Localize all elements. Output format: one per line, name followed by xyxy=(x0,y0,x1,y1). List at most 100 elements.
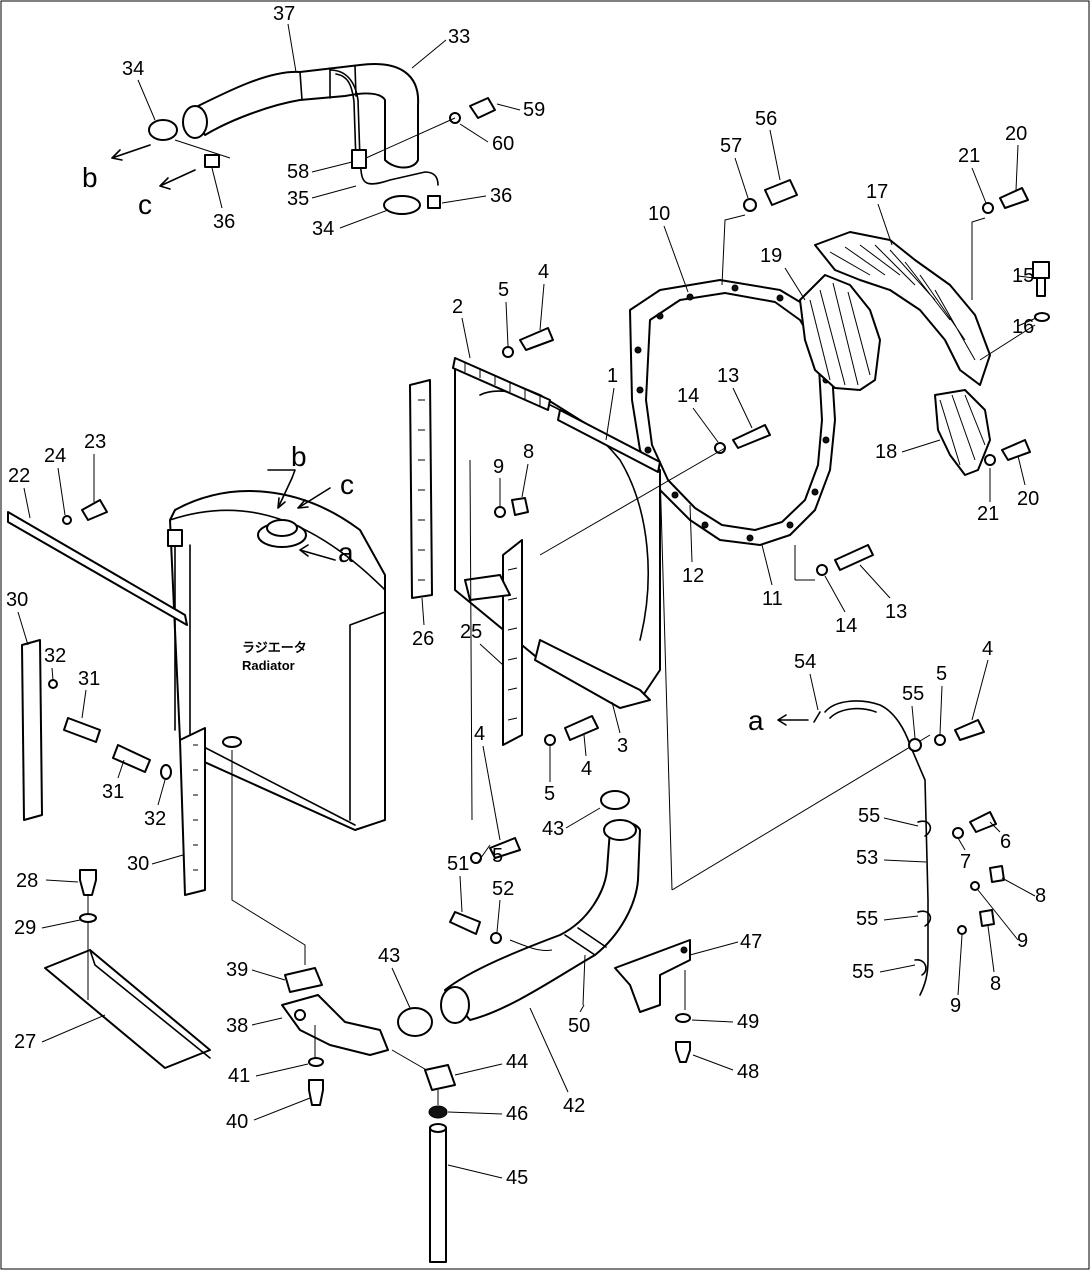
arrow-a-cap xyxy=(299,544,336,561)
label-60: 60 xyxy=(492,133,514,155)
leader-20 xyxy=(971,217,986,300)
label-22: 22 xyxy=(8,465,30,487)
radiator-drain-port xyxy=(222,736,242,748)
bolt-23 xyxy=(81,499,108,521)
label-21-top: 21 xyxy=(958,145,980,167)
washer-32-right xyxy=(160,764,172,780)
guard-18-hatch xyxy=(939,394,986,466)
callout-b-radiator: b xyxy=(291,441,307,472)
label-24: 24 xyxy=(44,445,66,467)
drain-pipe-45 xyxy=(429,1127,447,1263)
label-55-top: 55 xyxy=(902,683,924,705)
label-6: 6 xyxy=(1000,831,1011,853)
label-56: 56 xyxy=(755,108,777,130)
leader-44 xyxy=(391,1049,431,1073)
label-20-top: 20 xyxy=(1005,123,1027,145)
plate-3 xyxy=(534,639,651,709)
bolt-40 xyxy=(308,1079,324,1106)
label-21-bottom: 21 xyxy=(977,503,999,525)
plate-27-flange xyxy=(89,949,211,1059)
washer-9-center xyxy=(494,506,506,518)
shroud-left-edge xyxy=(469,459,473,821)
washer-24 xyxy=(62,515,72,525)
radiator-side xyxy=(349,611,386,821)
leader-56 xyxy=(721,214,746,286)
label-44: 44 xyxy=(506,1051,528,1073)
label-13-lower: 13 xyxy=(885,601,907,623)
washer-5-right xyxy=(934,734,946,746)
hose-band-50 xyxy=(564,927,607,956)
label-45: 45 xyxy=(506,1167,528,1189)
label-18: 18 xyxy=(875,441,897,463)
label-19: 19 xyxy=(760,245,782,267)
label-7: 7 xyxy=(960,851,971,873)
label-31-left: 31 xyxy=(78,668,100,690)
label-9-right-lower: 9 xyxy=(950,995,961,1017)
label-23: 23 xyxy=(84,431,106,453)
leader-50 xyxy=(582,954,586,1006)
label-15: 15 xyxy=(1012,265,1034,287)
bolt-20-top xyxy=(999,187,1029,209)
radiator-top-tank xyxy=(169,509,386,591)
label-31-right: 31 xyxy=(102,781,124,803)
radiator-label-jp: ラジエータ xyxy=(242,640,307,655)
bolt-13-upper xyxy=(732,424,771,449)
label-47: 47 xyxy=(740,931,762,953)
label-28: 28 xyxy=(16,870,38,892)
label-9-right-upper: 9 xyxy=(1017,930,1028,952)
shroud-to-bracket-line xyxy=(671,734,931,891)
hose-clamp-34-left xyxy=(148,119,178,141)
gasket-39 xyxy=(284,967,323,993)
washer-52 xyxy=(490,932,502,944)
clip-55-b xyxy=(917,820,932,837)
leader-drain-39 xyxy=(231,750,306,965)
bolt-20-bottom xyxy=(1001,439,1031,461)
plate-27 xyxy=(44,949,211,1069)
leader-52 xyxy=(509,939,553,951)
bracket-47 xyxy=(614,939,691,1013)
elbow-38 xyxy=(281,994,389,1056)
label-51: 51 xyxy=(447,853,469,875)
label-1: 1 xyxy=(607,365,618,387)
arrow-c-top xyxy=(159,169,196,190)
radiator-cap-top xyxy=(266,519,298,537)
arrow-a-pipe xyxy=(777,714,809,726)
label-26: 26 xyxy=(412,628,434,650)
bolt-56 xyxy=(764,179,798,206)
label-29: 29 xyxy=(14,917,36,939)
guard-19-hatch xyxy=(809,282,871,386)
label-41: 41 xyxy=(228,1065,250,1087)
label-39: 39 xyxy=(226,959,248,981)
washer-14-lower xyxy=(816,564,828,576)
label-9-center: 9 xyxy=(493,456,504,478)
pipe-53 xyxy=(824,700,929,996)
label-4-right: 4 xyxy=(982,638,993,660)
washer-5-top xyxy=(502,346,514,358)
label-36-left: 36 xyxy=(213,211,235,233)
label-4-top: 4 xyxy=(538,261,549,283)
hose-clamp-34-bottom xyxy=(383,195,421,215)
clip-55-d xyxy=(914,959,927,976)
bolt-59 xyxy=(469,97,496,119)
label-4-mid: 4 xyxy=(581,758,592,780)
clip-36-left xyxy=(204,154,220,168)
clip-36-right xyxy=(427,195,441,209)
bolt-4-right xyxy=(954,719,985,741)
label-33: 33 xyxy=(448,26,470,48)
clip-58 xyxy=(351,149,367,169)
washer-9-right-upper xyxy=(970,881,980,891)
label-8-center: 8 xyxy=(523,441,534,463)
label-10: 10 xyxy=(648,203,670,225)
label-4-lower: 4 xyxy=(474,723,485,745)
plate-30-right xyxy=(179,727,206,896)
lower-hose-top-end xyxy=(603,819,637,841)
label-34-bottom: 34 xyxy=(312,218,334,240)
radiator-bottom xyxy=(199,744,356,826)
guard-19 xyxy=(799,274,881,391)
label-40: 40 xyxy=(226,1111,248,1133)
nut-8-right-upper xyxy=(989,865,1005,883)
bolt-48 xyxy=(675,1041,691,1063)
lower-piping xyxy=(231,750,691,1263)
callout-b-bracket xyxy=(267,469,296,479)
label-43-top: 43 xyxy=(542,818,564,840)
